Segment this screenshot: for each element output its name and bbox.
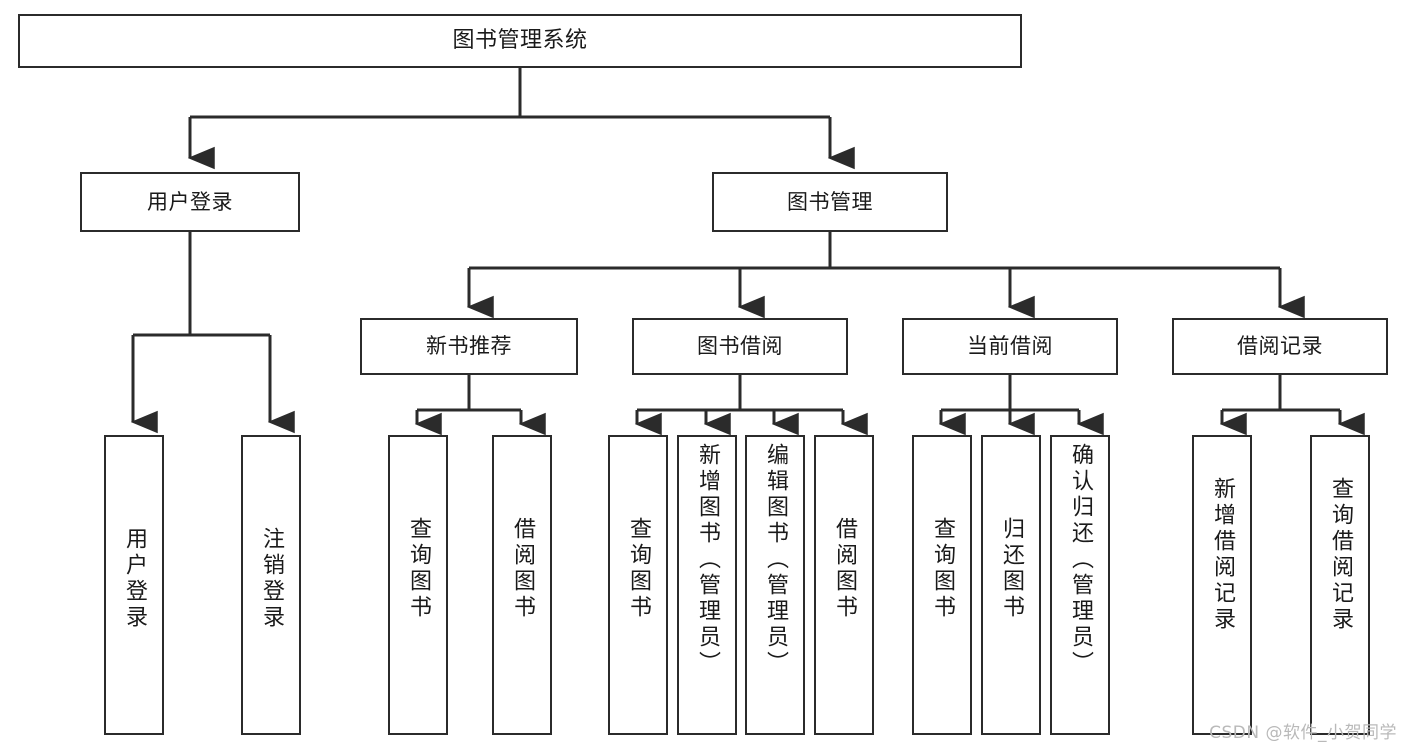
csdn-watermark: CSDN @软件_小贺同学 — [1209, 723, 1397, 743]
node-label: 查询图书 — [406, 517, 431, 621]
node-label: 图书管理系统 — [452, 28, 588, 54]
node-label: 新增借阅记录 — [1210, 477, 1235, 633]
node-label: 新增图书（管理员） — [695, 443, 720, 677]
node-root-system[interactable]: 图书管理系统 — [18, 14, 1022, 68]
node-book-management[interactable]: 图书管理 — [712, 172, 948, 232]
node-label: 新书推荐 — [426, 334, 512, 359]
node-book-borrow[interactable]: 图书借阅 — [632, 318, 848, 375]
node-label: 借阅图书 — [510, 517, 535, 621]
node-label: 注销登录 — [259, 527, 284, 631]
leaf-query-book-new[interactable]: 查询图书 — [388, 435, 448, 735]
node-user-login[interactable]: 用户登录 — [80, 172, 300, 232]
leaf-user-login[interactable]: 用户登录 — [104, 435, 164, 735]
node-label: 当前借阅 — [967, 334, 1053, 359]
leaf-edit-book-admin[interactable]: 编辑图书（管理员） — [745, 435, 805, 735]
node-label: 借阅记录 — [1237, 334, 1323, 359]
leaf-logout[interactable]: 注销登录 — [241, 435, 301, 735]
node-label: 编辑图书（管理员） — [763, 443, 788, 677]
node-label: 用户登录 — [147, 189, 233, 214]
leaf-return-book[interactable]: 归还图书 — [981, 435, 1041, 735]
leaf-query-book-current[interactable]: 查询图书 — [912, 435, 972, 735]
node-label: 图书借阅 — [697, 334, 783, 359]
node-label: 确认归还（管理员） — [1068, 443, 1093, 677]
node-label: 借阅图书 — [832, 517, 857, 621]
leaf-query-borrow-record[interactable]: 查询借阅记录 — [1310, 435, 1370, 735]
node-new-book-recommend[interactable]: 新书推荐 — [360, 318, 578, 375]
node-current-borrow[interactable]: 当前借阅 — [902, 318, 1118, 375]
leaf-confirm-return-admin[interactable]: 确认归还（管理员） — [1050, 435, 1110, 735]
node-label: 用户登录 — [122, 527, 147, 631]
node-borrow-record[interactable]: 借阅记录 — [1172, 318, 1388, 375]
leaf-borrow-book[interactable]: 借阅图书 — [814, 435, 874, 735]
leaf-query-book-borrow[interactable]: 查询图书 — [608, 435, 668, 735]
node-label: 查询图书 — [930, 517, 955, 621]
node-label: 图书管理 — [787, 189, 873, 214]
leaf-borrow-book-new[interactable]: 借阅图书 — [492, 435, 552, 735]
node-label: 查询图书 — [626, 517, 651, 621]
node-label: 查询借阅记录 — [1328, 477, 1353, 633]
leaf-add-borrow-record[interactable]: 新增借阅记录 — [1192, 435, 1252, 735]
node-label: 归还图书 — [999, 517, 1024, 621]
leaf-add-book-admin[interactable]: 新增图书（管理员） — [677, 435, 737, 735]
